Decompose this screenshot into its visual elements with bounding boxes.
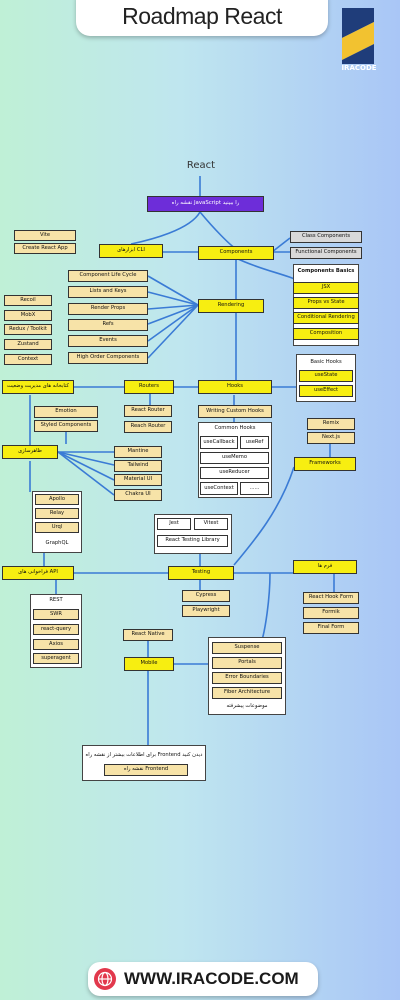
advanced-item-fiber[interactable]: Fiber Architecture: [212, 687, 282, 699]
javascript-roadmap-link[interactable]: نقشه راه JavaScript را ببینید: [147, 196, 264, 212]
rendering-node[interactable]: Rendering: [198, 299, 264, 313]
advanced-item-error-boundaries[interactable]: Error Boundaries: [212, 672, 282, 684]
rendering-item-events[interactable]: Events: [68, 335, 148, 347]
form-item-formik[interactable]: Formik: [303, 607, 359, 619]
rendering-item-render-props[interactable]: Render Props: [68, 303, 148, 315]
framework-item-nextjs[interactable]: Next.js: [307, 432, 355, 444]
hook-usestate[interactable]: useState: [299, 370, 353, 382]
state-item-zustand[interactable]: Zustand: [4, 339, 52, 350]
footer-banner[interactable]: WWW.IRACODE.COM: [88, 962, 318, 996]
hook-usecontext[interactable]: useContext: [200, 482, 238, 495]
graphql-title: GraphQL: [45, 540, 69, 546]
test-item-playwright[interactable]: Playwright: [182, 605, 230, 617]
styling-node[interactable]: ظاهرسازی: [2, 445, 58, 459]
api-item-axios[interactable]: Axios: [33, 639, 79, 650]
components-basics-title: Components Basics: [297, 268, 355, 274]
hook-usereducer[interactable]: useReducer: [200, 467, 269, 479]
router-item-react-router[interactable]: React Router: [124, 405, 172, 417]
api-item-relay[interactable]: Relay: [35, 508, 79, 519]
hook-useref[interactable]: useRef: [240, 436, 269, 449]
test-item-cypress[interactable]: Cypress: [182, 590, 230, 602]
api-item-swr[interactable]: SWR: [33, 609, 79, 620]
mobile-node[interactable]: Mobile: [124, 657, 174, 671]
hook-usecallback[interactable]: useCallback: [200, 436, 238, 449]
page-title-banner: Roadmap React: [76, 0, 328, 36]
rest-title: REST: [49, 597, 63, 603]
test-item-jest[interactable]: Jest: [157, 518, 191, 530]
style-item-emotion[interactable]: Emotion: [34, 406, 98, 418]
class-components-node[interactable]: Class Components: [290, 231, 362, 243]
rendering-item-lifecycle[interactable]: Component Life Cycle: [68, 270, 148, 282]
state-item-recoil[interactable]: Recoil: [4, 295, 52, 306]
testing-node[interactable]: Testing: [168, 566, 234, 580]
style-item-mantine[interactable]: Mantine: [114, 446, 162, 458]
globe-icon: [94, 968, 116, 990]
state-management-node[interactable]: کتابخانه های مدیریت وضعیت: [2, 380, 74, 394]
mobile-item-react-native[interactable]: React Native: [123, 629, 173, 641]
rendering-item-refs[interactable]: Refs: [68, 319, 148, 331]
composition-node[interactable]: Composition: [293, 328, 359, 340]
api-item-superagent[interactable]: superagent: [33, 653, 79, 664]
style-item-styled-components[interactable]: Styled Components: [34, 420, 98, 432]
frameworks-node[interactable]: Frameworks: [294, 457, 356, 471]
api-item-apollo[interactable]: Apollo: [35, 494, 79, 505]
test-item-rtl[interactable]: React Testing Library: [157, 535, 228, 547]
frontend-roadmap-text: برای اطلاعات بیشتر از نقشه راه Frontend …: [85, 752, 203, 758]
routers-node[interactable]: Routers: [124, 380, 174, 394]
basic-hooks-title: Basic Hooks: [310, 359, 342, 365]
logo-text: IRACODE: [341, 64, 377, 72]
functional-components-node[interactable]: Functional Components: [290, 247, 362, 259]
common-hooks-title: Common Hooks: [214, 425, 256, 431]
iracode-logo: [342, 8, 374, 64]
hook-useeffect[interactable]: useEffect: [299, 385, 353, 397]
hook-usememo[interactable]: useMemo: [200, 452, 269, 464]
forms-node[interactable]: فرم ها: [293, 560, 357, 574]
advanced-topics-title: موضوعات پیشرفته: [226, 703, 268, 709]
roadmap-root: React: [186, 160, 216, 171]
api-item-urql[interactable]: Urql: [35, 522, 79, 533]
state-item-context[interactable]: Context: [4, 354, 52, 365]
style-item-tailwind[interactable]: Tailwind: [114, 460, 162, 472]
form-item-react-hook-form[interactable]: React Hook Form: [303, 592, 359, 604]
cli-tools-node[interactable]: ابزارهای CLI: [99, 244, 163, 258]
test-item-vitest[interactable]: Vitest: [194, 518, 228, 530]
state-item-mobx[interactable]: MobX: [4, 310, 52, 321]
state-item-redux[interactable]: Redux / Toolkit: [4, 324, 52, 335]
advanced-item-suspense[interactable]: Suspense: [212, 642, 282, 654]
props-vs-state-node[interactable]: Props vs State: [293, 297, 359, 309]
conditional-rendering-node[interactable]: Conditional Rendering: [293, 312, 359, 324]
cli-item-create-react-app[interactable]: Create React App: [14, 243, 76, 254]
style-item-material-ui[interactable]: Material UI: [114, 474, 162, 486]
framework-item-remix[interactable]: Remix: [307, 418, 355, 430]
hooks-node[interactable]: Hooks: [198, 380, 272, 394]
hook-more[interactable]: ......: [240, 482, 269, 495]
footer-url: WWW.IRACODE.COM: [124, 969, 299, 988]
style-item-chakra-ui[interactable]: Chakra UI: [114, 489, 162, 501]
jsx-node[interactable]: JSX: [293, 282, 359, 294]
rendering-item-lists-keys[interactable]: Lists and Keys: [68, 286, 148, 298]
components-node[interactable]: Components: [198, 246, 274, 260]
page-title: Roadmap React: [122, 2, 282, 29]
writing-custom-hooks-node[interactable]: Writing Custom Hooks: [198, 405, 272, 418]
form-item-final-form[interactable]: Final Form: [303, 622, 359, 634]
frontend-roadmap-button[interactable]: نقشه راه Frontend: [104, 764, 188, 776]
cli-item-vite[interactable]: Vite: [14, 230, 76, 241]
rendering-item-hoc[interactable]: High Order Components: [68, 352, 148, 364]
advanced-item-portals[interactable]: Portals: [212, 657, 282, 669]
api-calls-node[interactable]: فراخوانی های API: [2, 566, 74, 580]
api-item-react-query[interactable]: react-query: [33, 624, 79, 635]
router-item-reach-router[interactable]: Reach Router: [124, 421, 172, 433]
